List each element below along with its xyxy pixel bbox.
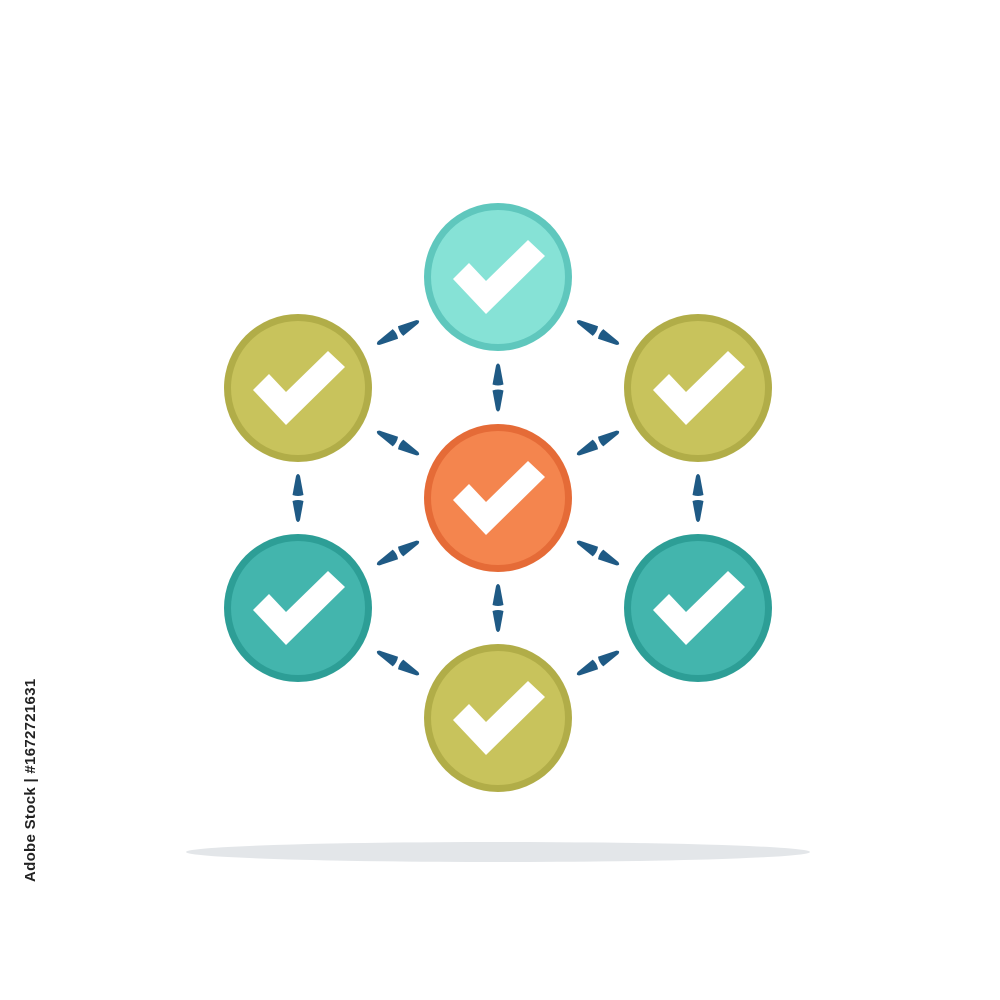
link-center-lower-right <box>576 540 620 566</box>
node-top <box>424 203 572 351</box>
connector-dash <box>597 650 620 667</box>
connector-dash <box>492 610 504 632</box>
connector-dash <box>576 320 599 336</box>
connector-dash <box>292 474 304 496</box>
link-top-upper-right <box>576 320 620 345</box>
connector-dash <box>597 549 620 566</box>
link-center-upper-right <box>576 430 620 456</box>
connector-dash <box>576 659 599 676</box>
link-center-top <box>492 363 504 412</box>
node-upper-right <box>624 314 772 462</box>
links-layer <box>292 320 704 676</box>
node-center <box>424 424 572 572</box>
connector-dash <box>376 549 399 566</box>
node-upper-left <box>224 314 372 462</box>
node-bottom <box>424 644 572 792</box>
link-center-bottom <box>492 584 504 632</box>
connector-dash <box>376 650 399 667</box>
connector-dash <box>692 500 704 522</box>
stock-id-label: Adobe Stock | #1672721631 <box>22 678 39 882</box>
checkmark-icon <box>453 681 545 755</box>
checkmark-icon <box>653 571 745 645</box>
checkmark-icon <box>653 351 745 425</box>
checkmark-icon <box>253 571 345 645</box>
checkmark-icon <box>253 351 345 425</box>
connector-dash <box>397 659 420 676</box>
connector-dash <box>492 363 504 386</box>
connector-dash <box>597 329 620 345</box>
link-lower-right-bottom <box>576 650 620 676</box>
node-lower-left <box>224 534 372 682</box>
link-bottom-lower-left <box>376 650 420 676</box>
ground-shadow <box>186 842 810 862</box>
node-lower-right <box>624 534 772 682</box>
connector-dash <box>292 500 304 522</box>
connector-dash <box>397 540 420 557</box>
nodes-layer <box>224 203 772 792</box>
connector-dash <box>397 439 420 456</box>
connector-dash <box>376 430 399 447</box>
connector-dash <box>597 430 620 447</box>
connector-dash <box>492 584 504 606</box>
connector-dash <box>397 320 420 336</box>
connector-dash <box>492 389 504 412</box>
connector-dash <box>576 540 599 557</box>
checkmark-icon <box>453 240 545 314</box>
link-center-upper-left <box>376 430 420 456</box>
connector-dash <box>692 474 704 496</box>
checkmark-icon <box>453 461 545 535</box>
connector-dash <box>576 439 599 456</box>
link-upper-right-lower-right <box>692 474 704 522</box>
connector-dash <box>376 329 399 345</box>
link-center-lower-left <box>376 540 420 566</box>
link-upper-left-top <box>376 320 420 345</box>
link-lower-left-upper-left <box>292 474 304 522</box>
